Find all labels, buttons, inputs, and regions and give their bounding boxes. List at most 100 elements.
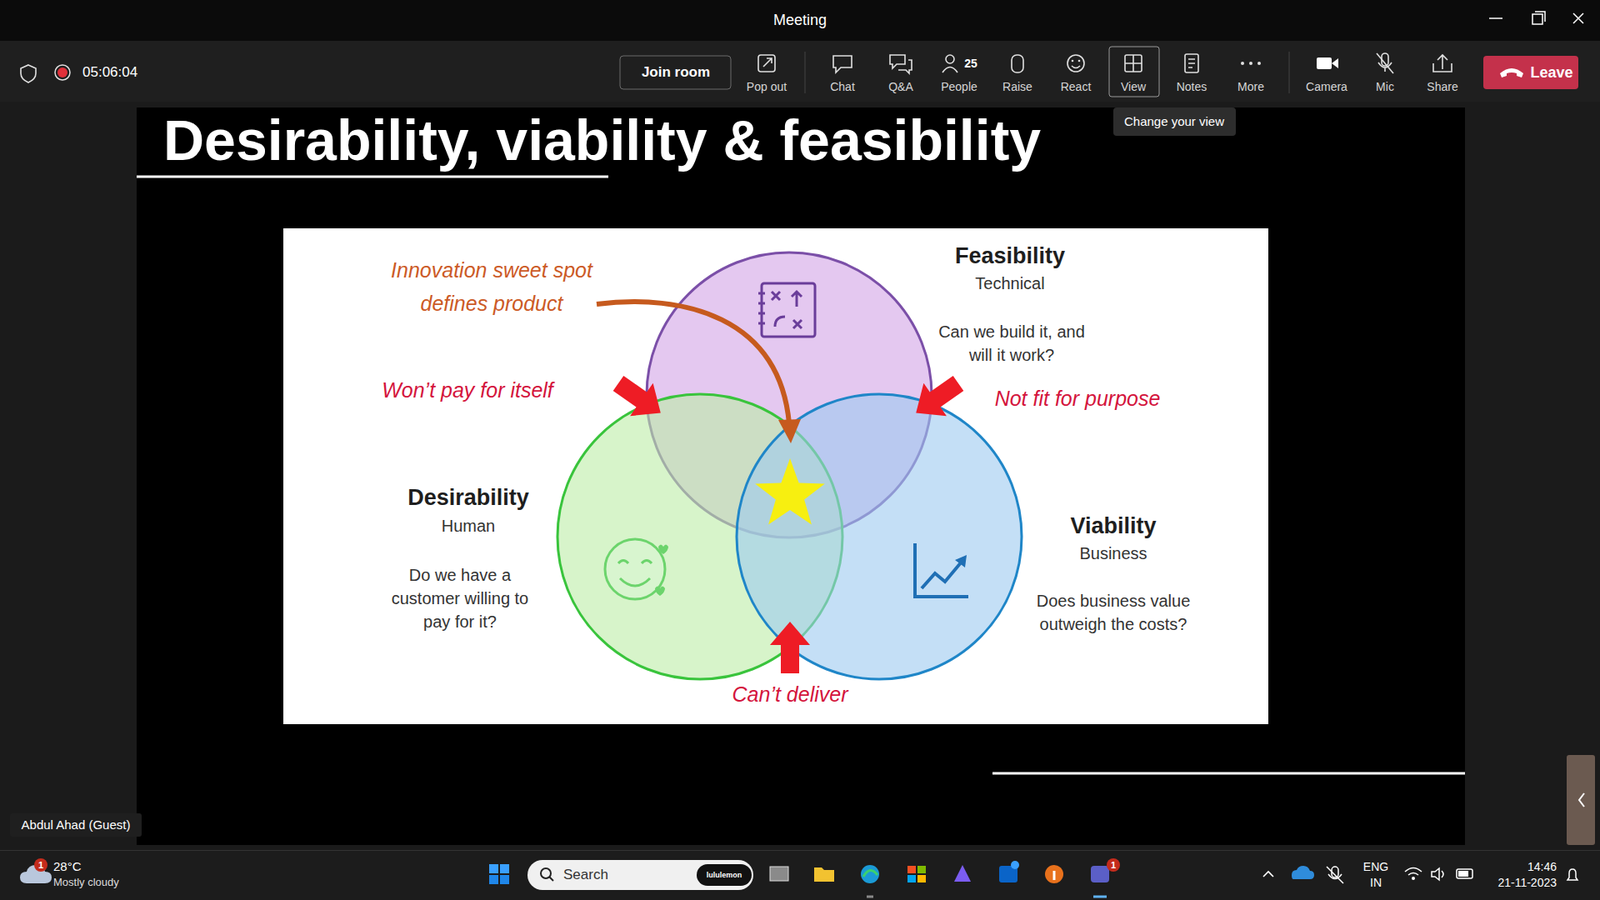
circle-outline [736,394,1022,680]
record-dot [57,67,68,78]
participant-name: Abdul Ahad (Guest) [21,817,131,833]
camera-icon [1331,58,1339,69]
circle-subheading: Business [1079,543,1147,564]
battery-icon [1458,870,1469,877]
people-icon [942,67,958,74]
callout-text: Not fit for purpose [995,385,1161,411]
tooltip-box [1113,107,1236,136]
react-icon [1071,65,1080,69]
circle-heading: Viability [1070,512,1156,540]
chart-icon [915,543,969,597]
heart-icon [655,545,669,597]
block-arrow [904,366,970,430]
smiley-icon [605,539,665,600]
search-placeholder: Search [563,866,609,884]
chevron-icon [1579,793,1585,807]
store-icon [917,865,926,874]
chart-icon [921,561,962,589]
more-icon [1249,61,1253,65]
share-icon [1433,55,1452,72]
qa-icon [890,55,912,74]
toolbar-label: Camera [1305,80,1348,95]
speaker-icon [1431,868,1444,880]
edge-icon [863,870,878,877]
start-icon [489,864,499,874]
button-label: Leave [1530,63,1573,82]
title-underline [136,175,609,179]
circle-question: Does business value outweigh the costs? [1025,589,1201,636]
side-panel-tab [1566,755,1595,845]
minimize-icon [1489,17,1503,20]
badge [34,858,48,872]
callout-text: Won’t pay for itself [381,377,554,403]
wifi-icon [1411,876,1415,880]
app-icon [770,866,789,881]
taskbar-border [0,850,1600,851]
slide-rule [992,772,1465,775]
chat-icon [833,55,852,73]
callout-arrowhead [778,419,801,444]
start-icon [489,875,499,885]
more-icon [1257,61,1261,65]
notification-icon [1567,869,1578,880]
record-ring [55,65,70,80]
feasibility-icon [761,283,815,337]
circle-question: Can we build it, and will it work? [928,320,1095,367]
close-icon [1573,13,1584,24]
view-icon [1125,55,1142,72]
clock-date: 21-11-2023 [1497,875,1557,890]
diagram-image [283,228,1269,725]
circle-heading: Desirability [407,484,530,511]
toolbar-label: Notes [1176,80,1208,95]
smiley-icon [618,560,652,587]
leave-button [1483,55,1579,90]
circle-heading: Feasibility [955,242,1065,270]
call-timer: 05:06:04 [82,64,138,81]
weather-text: Mostly cloudy [53,875,120,890]
tray-text: ENG [1363,860,1389,875]
callout-text: Can’t deliver [732,681,849,707]
search-box [527,860,754,890]
edge-icon [860,865,880,884]
toolbar-label: Share [1426,80,1458,95]
toolbar-label: Chat [830,80,855,95]
clock-time: 14:46 [1527,860,1557,875]
app-icon [1045,865,1064,884]
callout-text: Innovation sweet spot defines product [362,253,621,320]
chart-icon [955,555,967,568]
join-room-button [620,55,731,90]
mic-mute-icon [1326,866,1344,884]
circle-subheading: Technical [975,273,1045,294]
sweet-spot-star [755,458,825,525]
notes-icon [1185,54,1199,73]
popout-icon [758,55,775,72]
toolbar-label: Q&A [888,80,914,95]
callout-arrow [596,301,790,424]
app-icon [1053,870,1056,880]
app-icon [954,865,971,882]
circle-outline [733,390,1025,683]
react-icon [1067,55,1085,72]
explorer-icon [814,867,835,882]
onedrive-icon [1291,865,1315,880]
battery-icon [1456,869,1473,879]
toolbar-label: People [940,80,978,95]
search-highlight-pill [696,864,752,886]
view-icon [1125,55,1142,72]
popout-icon [763,58,772,67]
badge-count: 1 [38,860,44,871]
people-icon [945,55,955,64]
store-icon [907,875,916,883]
title-bar [0,0,1600,41]
block-arrow [606,366,672,430]
tray-chevron [1263,871,1274,877]
separator [805,51,806,94]
feasibility-icon [771,291,802,329]
badge [1106,858,1120,872]
feasibility-icon [758,293,765,324]
badge-count: 1 [1110,860,1116,871]
taskbar [0,850,1600,900]
toolbar-label: Raise [1002,80,1033,95]
search-icon [549,876,554,881]
tray-text: IN [1370,875,1382,890]
